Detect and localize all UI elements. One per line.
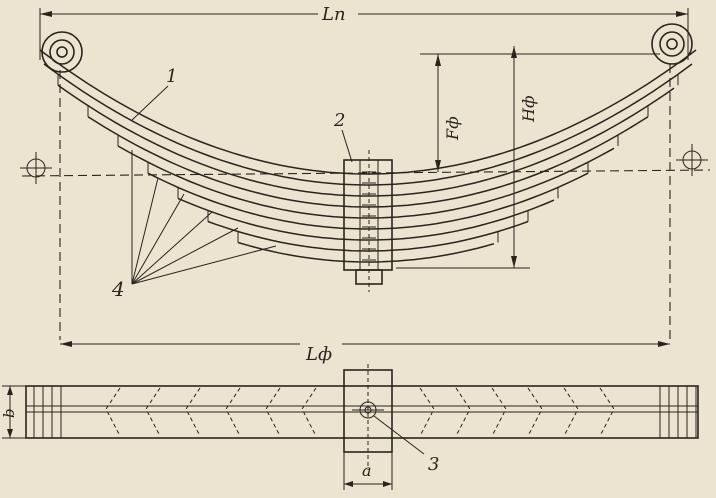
callout-4: 4	[111, 150, 277, 301]
plan-leaf-end-right	[491, 387, 507, 437]
plan-leaf-end-left	[105, 387, 121, 437]
left-axis-marker	[20, 152, 52, 184]
bolt-crosshair-icon: bolt-crosshair-icon	[0, 0, 384, 419]
plan-leaf-end-right	[563, 387, 579, 437]
dimension-fphi: Fф	[420, 53, 660, 172]
dimension-lphi: Lф	[60, 334, 670, 365]
plan-leaf-end-right	[527, 387, 543, 437]
spring-eye-icon: spring-eye-icon	[0, 0, 8, 1]
plan-leaf-end-left	[185, 387, 201, 437]
spring-eye-icon: spring-eye-icon	[0, 0, 8, 1]
leaf-9	[237, 241, 495, 263]
plan-leaf-end-right	[419, 387, 435, 437]
label-a: a	[362, 461, 372, 480]
dimension-hphi: Hф	[396, 46, 538, 269]
dimension-b: b	[0, 385, 26, 439]
plan-leaf-end-left	[145, 387, 161, 437]
right-axis-marker	[676, 144, 708, 176]
svg-text:bolt-crosshair-icon: bolt-crosshair-icon	[0, 0, 10, 1]
label-hphi: Hф	[519, 96, 538, 123]
leaf-7	[177, 197, 555, 241]
leaf-3	[57, 84, 675, 197]
plan-view: bolt-crosshair-icon 3	[0, 0, 699, 475]
label-fphi: Fф	[443, 116, 462, 141]
spring-axis-line	[21, 169, 711, 177]
left-eye: spring-eye-icon	[0, 0, 83, 73]
spring-leaves	[39, 49, 697, 263]
label-part-1: 1	[166, 66, 177, 87]
plan-leaf-end-left	[301, 387, 317, 437]
right-eye: spring-eye-icon	[0, 0, 693, 65]
label-ln: Lп	[321, 4, 346, 25]
callout-1: 1	[131, 66, 177, 121]
leaf-6	[147, 172, 589, 230]
plan-leaf-end-right	[599, 387, 615, 437]
label-part-3: 3	[428, 454, 439, 475]
label-b: b	[0, 408, 18, 418]
plan-leaf-end-left	[265, 387, 281, 437]
leaf-4	[87, 116, 649, 208]
callout-2: 2	[333, 110, 353, 163]
plan-leaf-end-left	[225, 387, 241, 437]
leaf-1	[39, 49, 697, 175]
leaf-2	[43, 63, 693, 186]
plan-leaf-end-right	[455, 387, 471, 437]
label-part-2: 2	[333, 110, 345, 131]
dimension-a: a	[343, 452, 393, 490]
label-lphi: Lф	[305, 344, 332, 365]
leaf-5	[117, 145, 615, 219]
leaf-8	[207, 220, 529, 252]
center-clamp	[343, 150, 393, 292]
dimension-ln: Lп	[39, 4, 689, 60]
label-part-4: 4	[111, 277, 125, 301]
